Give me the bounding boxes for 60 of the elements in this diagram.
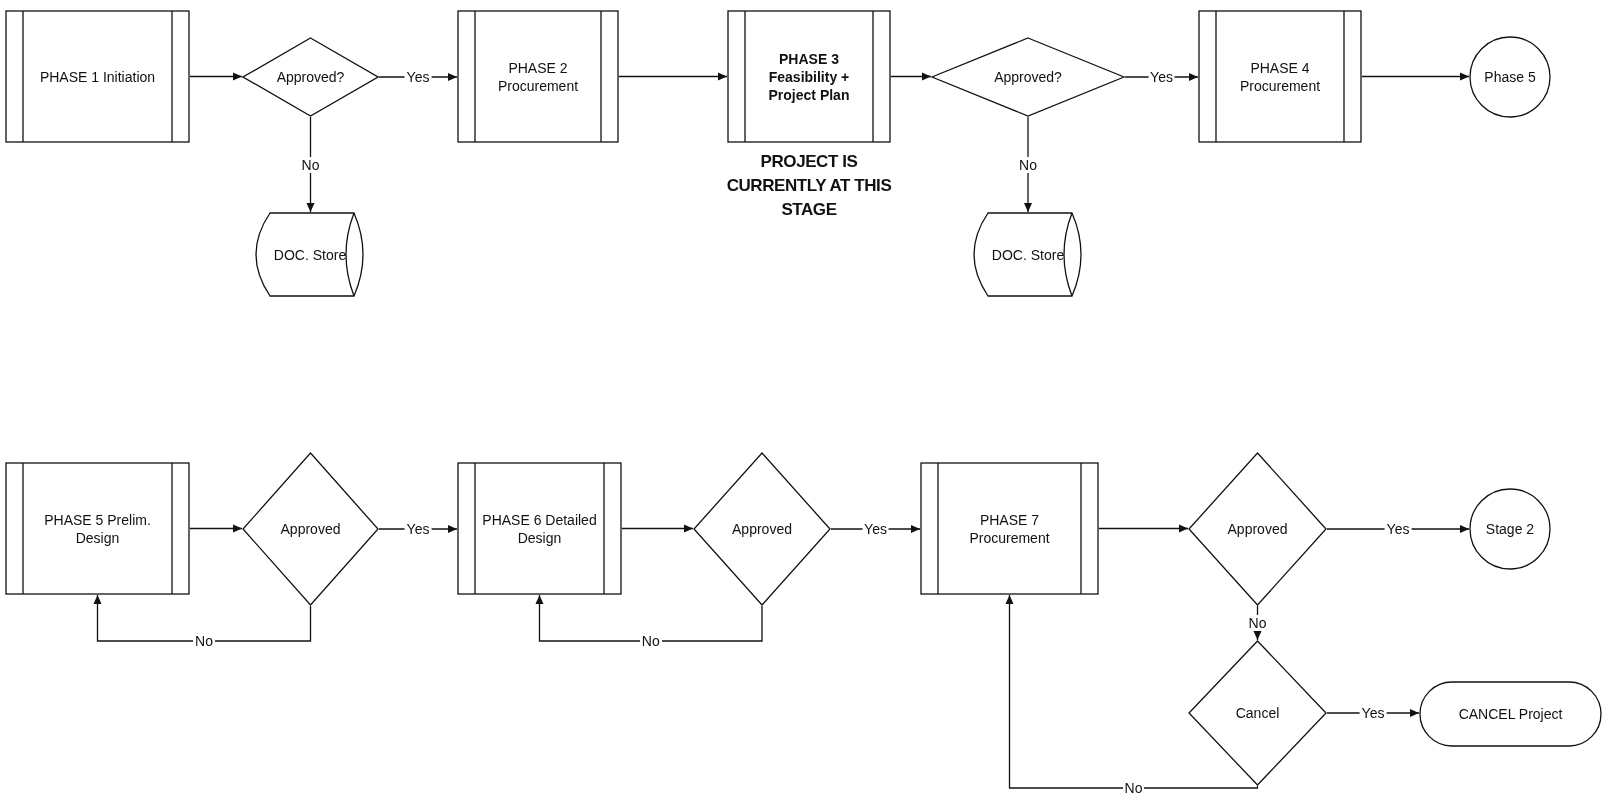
node-text: PHASE 6 Detailed Design	[481, 510, 598, 547]
edge-label: No	[193, 633, 215, 649]
arrow	[890, 72, 932, 81]
decision-diamond	[242, 452, 379, 606]
node-text: PHASE 7 Procurement	[968, 510, 1051, 547]
edge-label: Yes	[404, 69, 432, 85]
edge-label: Yes	[1359, 705, 1387, 721]
node-text: Approved	[731, 520, 793, 538]
process-box	[5, 10, 190, 143]
status-note: PROJECT IS CURRENTLY AT THIS STAGE	[725, 151, 893, 221]
arrow	[1005, 594, 1259, 789]
node-text: DOC. Store	[990, 245, 1066, 264]
process-box	[5, 462, 190, 595]
node-text: Cancel	[1234, 704, 1281, 722]
decision-diamond	[931, 37, 1125, 117]
edge-label: No	[1122, 780, 1145, 796]
process-box	[457, 462, 622, 595]
connector-circle	[1469, 36, 1551, 118]
arrow	[93, 594, 312, 642]
arrow	[621, 524, 694, 533]
decision-diamond	[1188, 640, 1327, 786]
edge-label: Yes	[1148, 69, 1175, 85]
edge-label: No	[1246, 615, 1269, 631]
arrow	[306, 116, 315, 213]
node-text: DOC. Store	[272, 245, 348, 264]
edge-label: No	[1017, 156, 1039, 173]
node-text: PHASE 5 Prelim. Design	[43, 510, 152, 547]
arrow	[1361, 72, 1470, 81]
node-text: Approved	[279, 520, 342, 538]
process-box	[727, 10, 891, 143]
decision-diamond	[242, 37, 379, 117]
process-box	[457, 10, 619, 143]
node-text: CANCEL Project	[1457, 705, 1564, 723]
arrow	[189, 72, 243, 81]
arrow	[618, 72, 728, 81]
node-text: Stage 2	[1484, 520, 1536, 538]
arrow	[1024, 116, 1032, 213]
edge-label: Yes	[862, 521, 889, 537]
node-text: PHASE 3 Feasibility + Project Plan	[767, 49, 851, 104]
process-box	[920, 462, 1099, 595]
node-text: Approved	[1226, 520, 1289, 538]
arrow	[535, 594, 763, 642]
node-text: Approved?	[275, 68, 346, 86]
stored-data-shape	[254, 212, 366, 297]
node-text: PHASE 2 Procurement	[496, 58, 580, 95]
node-text: Approved?	[993, 68, 1063, 86]
edge-label: Yes	[1384, 521, 1412, 537]
arrow	[1098, 524, 1189, 533]
node-text: Phase 5	[1483, 68, 1537, 86]
connector-circle	[1469, 488, 1551, 570]
edge-label: No	[639, 633, 662, 649]
decision-diamond	[693, 452, 831, 606]
node-text: PHASE 1 Initiation	[38, 67, 157, 86]
process-box	[1198, 10, 1362, 143]
edge-label: Yes	[404, 521, 432, 537]
node-text: PHASE 4 Procurement	[1238, 58, 1322, 95]
arrow	[189, 524, 243, 533]
edge-label: No	[299, 156, 322, 173]
decision-diamond	[1188, 452, 1327, 606]
stored-data-shape	[972, 212, 1084, 297]
